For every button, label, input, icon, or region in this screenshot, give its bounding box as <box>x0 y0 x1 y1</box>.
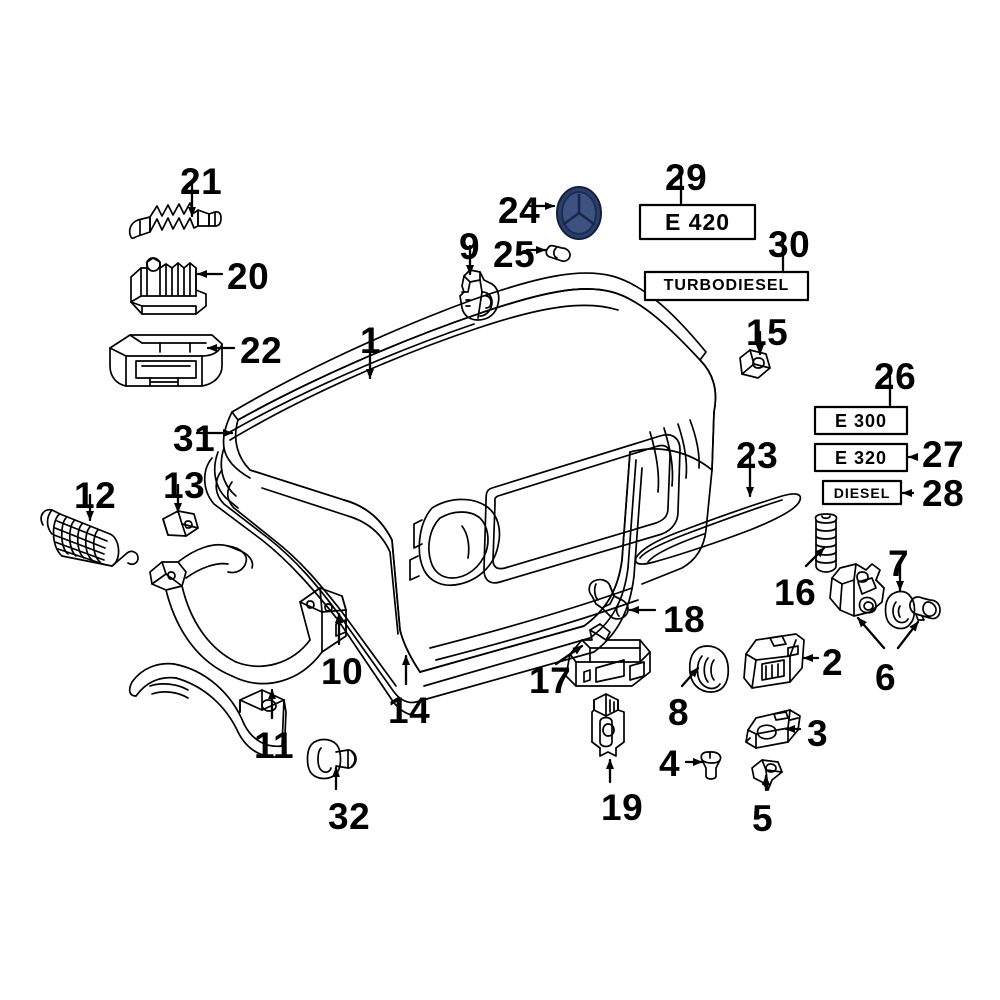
callout-5[interactable]: 5 <box>752 798 774 839</box>
part-21-lock-rod <box>128 202 222 240</box>
part-7-washer-seal <box>884 590 916 630</box>
callout-29[interactable]: 29 <box>665 157 708 198</box>
callout-9[interactable]: 9 <box>459 226 481 267</box>
part-20-lock-actuator <box>130 257 207 315</box>
callout-6[interactable]: 6 <box>875 657 897 698</box>
part-9-lock-cylinder <box>459 269 500 321</box>
callout-2[interactable]: 2 <box>822 642 844 683</box>
callout-25[interactable]: 25 <box>493 234 536 275</box>
callout-21[interactable]: 21 <box>180 161 223 202</box>
part-16-rubber-boot <box>814 513 838 573</box>
callout-24[interactable]: 24 <box>498 190 541 231</box>
badge-e300-text: E 300 <box>834 410 888 431</box>
callout-26[interactable]: 26 <box>874 356 917 397</box>
callout-28[interactable]: 28 <box>922 473 965 514</box>
callout-4[interactable]: 4 <box>659 743 681 784</box>
part-4-grommet-plug <box>700 751 722 780</box>
callout-13[interactable]: 13 <box>163 465 206 506</box>
callout-14[interactable]: 14 <box>388 690 431 731</box>
callout-3[interactable]: 3 <box>807 713 829 754</box>
part-19-retainer-clip <box>591 693 625 757</box>
part-1-trunk-lid-panel <box>203 272 717 717</box>
callout-15[interactable]: 15 <box>746 312 789 353</box>
callout-7[interactable]: 7 <box>888 543 910 584</box>
part-10-hinge-arm-right <box>149 543 347 685</box>
callout-31[interactable]: 31 <box>173 418 216 459</box>
callout-10[interactable]: 10 <box>321 651 364 692</box>
part-18-bumper-stop-pin <box>588 578 629 620</box>
part-6-small-clip <box>909 596 941 621</box>
part-17-license-lamp-housing <box>565 623 651 687</box>
part-5-clip <box>751 759 783 791</box>
part-22-lock-housing-tray <box>109 334 223 387</box>
callout-30[interactable]: 30 <box>768 224 811 265</box>
callout-32[interactable]: 32 <box>328 796 371 837</box>
badge-turbodiesel-text: TURBODIESEL <box>663 277 790 294</box>
part-8-bushing-grommet <box>688 645 730 693</box>
callout-16[interactable]: 16 <box>774 572 817 613</box>
part-23-trim-molding <box>634 493 802 565</box>
callout-1[interactable]: 1 <box>360 320 382 361</box>
part-11-hinge-arm-left <box>128 662 287 758</box>
badge-e320-text: E 320 <box>834 447 888 468</box>
part-12-torsion-spring <box>40 508 139 567</box>
part-6-trunk-latch <box>829 563 885 617</box>
badge-e420-text: E 420 <box>664 208 731 235</box>
badge-frames <box>638 203 909 506</box>
part-31-weatherstrip-edge <box>229 323 475 433</box>
part-25-emblem-pin <box>545 244 571 263</box>
part-32-push-fastener <box>306 738 357 780</box>
part-15-nut-clip <box>739 349 771 379</box>
part-2-lock-striker-plate <box>743 633 805 689</box>
callout-19[interactable]: 19 <box>601 787 644 828</box>
callout-23[interactable]: 23 <box>736 435 779 476</box>
callout-27[interactable]: 27 <box>922 434 965 475</box>
part-24-star-emblem <box>556 186 602 240</box>
callout-8[interactable]: 8 <box>668 692 690 733</box>
callout-17[interactable]: 17 <box>529 660 572 701</box>
callout-18[interactable]: 18 <box>663 599 706 640</box>
part-13-bump-stop <box>162 510 199 537</box>
badge-diesel-text: DIESEL <box>833 484 891 501</box>
callout-20[interactable]: 20 <box>227 256 270 297</box>
callout-22[interactable]: 22 <box>240 330 283 371</box>
callout-12[interactable]: 12 <box>74 475 117 516</box>
callout-11[interactable]: 11 <box>254 725 295 766</box>
